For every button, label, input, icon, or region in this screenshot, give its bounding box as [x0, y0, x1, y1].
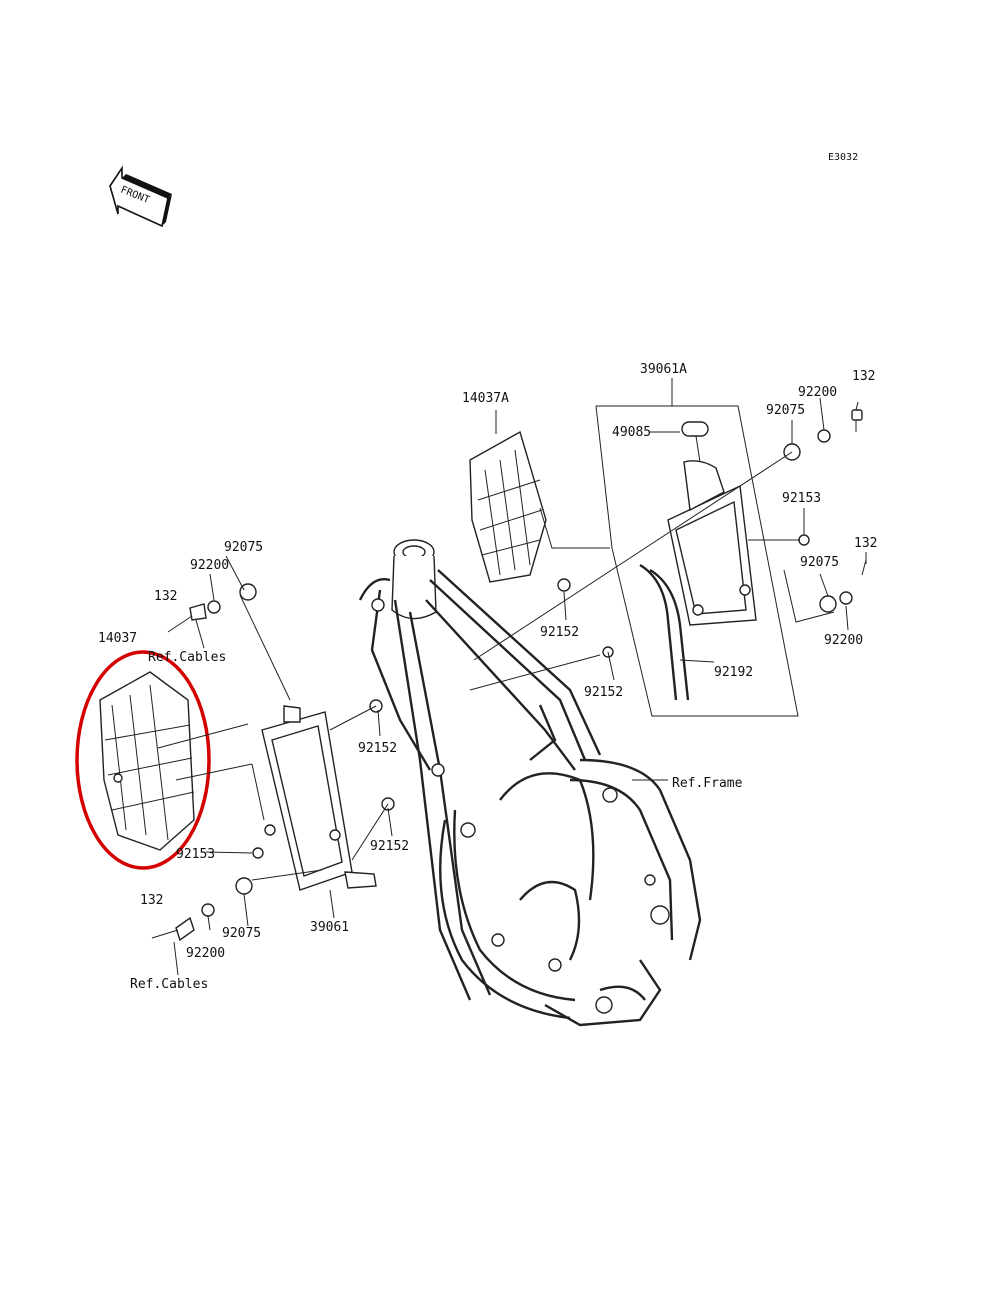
- left-radiator-drawing: [261, 705, 377, 891]
- label-92075-top: 92075: [766, 403, 805, 418]
- label-92200-left: 92200: [190, 558, 229, 573]
- label-92152-upper: 92152: [540, 625, 579, 640]
- right-shroud-drawing: [469, 430, 547, 583]
- label-ref-cables-upper: Ref.Cables: [148, 650, 226, 665]
- label-92075-right: 92075: [800, 555, 839, 570]
- label-92200-right: 92200: [824, 633, 863, 648]
- highlight-circle: [75, 650, 211, 870]
- label-92153-left: 92153: [176, 847, 215, 862]
- label-132-top: 132: [852, 369, 875, 384]
- label-ref-cables-lower: Ref.Cables: [130, 977, 208, 992]
- label-39061A: 39061A: [640, 362, 687, 377]
- label-49085: 49085: [612, 425, 651, 440]
- right-radiator-drawing: [639, 421, 757, 701]
- hardware-drawing: [151, 409, 867, 942]
- diagram-code: E3032: [828, 152, 858, 163]
- label-92200-bottom: 92200: [186, 946, 225, 961]
- label-132-left: 132: [154, 589, 177, 604]
- label-39061: 39061: [310, 920, 349, 935]
- label-92152-left-upper: 92152: [358, 741, 397, 756]
- left-shroud-drawing: [99, 671, 195, 851]
- label-132-right: 132: [854, 536, 877, 551]
- frame-drawing: [358, 539, 702, 1027]
- label-92075-left: 92075: [224, 540, 263, 555]
- label-92200-top: 92200: [798, 385, 837, 400]
- leader-lines: [157, 378, 867, 976]
- front-arrow-icon: FRONT: [109, 165, 172, 228]
- label-92152-mid: 92152: [584, 685, 623, 700]
- label-ref-frame: Ref.Frame: [672, 776, 743, 791]
- label-92075-bottom: 92075: [222, 926, 261, 941]
- label-92192: 92192: [714, 665, 753, 680]
- label-132-bottom: 132: [140, 893, 163, 908]
- label-92153-right: 92153: [782, 491, 821, 506]
- label-14037A: 14037A: [462, 391, 509, 406]
- label-14037: 14037: [98, 631, 137, 646]
- label-92152-left-lower: 92152: [370, 839, 409, 854]
